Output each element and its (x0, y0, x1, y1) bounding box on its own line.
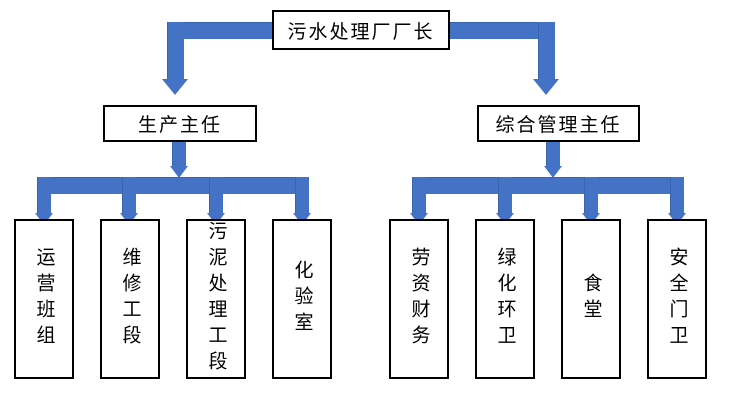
node-label: 化验室 (291, 260, 313, 338)
node-maintenance-section[interactable]: 维修工段 (100, 219, 160, 379)
node-sludge-treatment-section[interactable]: 污泥处理工段 (186, 219, 246, 379)
connector-root-left-stem (167, 22, 184, 79)
node-label: 污水处理厂厂长 (287, 21, 435, 43)
connector-root-right-arrowhead (533, 79, 559, 95)
connector-right-drop-stem (546, 142, 560, 168)
node-operations-team[interactable]: 运营班组 (14, 219, 74, 379)
node-label: 生产主任 (137, 115, 222, 136)
node-label: 维修工段 (119, 247, 141, 351)
node-general-management-director[interactable]: 综合管理主任 (477, 105, 640, 142)
connector-right-branch-1-stem (412, 177, 426, 215)
node-production-director[interactable]: 生产主任 (103, 105, 257, 142)
node-label: 劳资财务 (408, 247, 430, 351)
connector-root-right-stem (538, 22, 555, 79)
connector-right-branch-2-stem (498, 177, 512, 215)
node-laboratory[interactable]: 化验室 (272, 219, 332, 379)
connector-right-branch-4-stem (670, 177, 684, 215)
node-label: 污泥处理工段 (205, 221, 227, 377)
connector-left-branch-2-stem (122, 177, 136, 215)
connector-right-branch-3-stem (584, 177, 598, 215)
connector-left-branch-1-stem (37, 177, 51, 215)
node-root-plant-director[interactable]: 污水处理厂厂长 (272, 10, 450, 50)
node-labor-finance[interactable]: 劳资财务 (389, 219, 449, 379)
node-label: 安全门卫 (666, 247, 688, 351)
connector-right-distribution-bar (412, 177, 684, 194)
node-security-gatekeeping[interactable]: 安全门卫 (647, 219, 707, 379)
node-label: 综合管理主任 (495, 115, 622, 136)
connector-left-branch-3-stem (209, 177, 223, 215)
connector-root-right-horizontal (447, 22, 555, 39)
connector-right-drop-arrowhead (544, 166, 562, 178)
node-canteen[interactable]: 食堂 (561, 219, 621, 379)
node-label: 食堂 (580, 273, 602, 325)
connector-root-left-arrowhead (162, 79, 188, 95)
connector-left-distribution-bar (37, 177, 309, 194)
connector-left-drop-arrowhead (170, 166, 188, 178)
node-label: 运营班组 (33, 247, 55, 351)
connector-left-branch-4-stem (295, 177, 309, 215)
connector-left-drop-stem (172, 142, 186, 168)
node-label: 绿化环卫 (494, 247, 516, 351)
connector-root-left-horizontal (167, 22, 276, 39)
node-greening-sanitation[interactable]: 绿化环卫 (475, 219, 535, 379)
